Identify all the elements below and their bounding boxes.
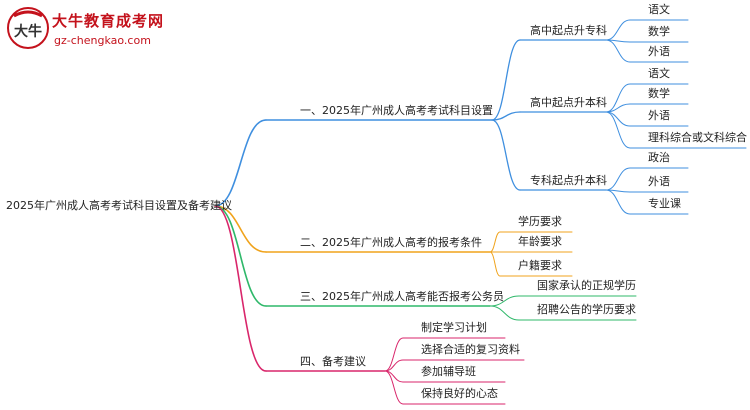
branch-3-label: 三、2025年广州成人高考能否报考公务员 xyxy=(300,290,504,303)
subject-group-3: 专科起点升本科 xyxy=(530,174,607,187)
subject-group-2: 高中起点升本科 xyxy=(530,96,607,109)
subject-leaf: 政治 xyxy=(648,151,670,164)
branch-4-leaf: 制定学习计划 xyxy=(421,321,487,334)
subject-leaf: 语文 xyxy=(648,67,670,80)
branch-4-label: 四、备考建议 xyxy=(300,355,366,368)
subject-leaf: 数学 xyxy=(648,25,670,38)
branch-2-leaf: 户籍要求 xyxy=(518,259,562,272)
branch-4-leaf: 参加辅导班 xyxy=(421,365,476,378)
branch-4-leaf: 选择合适的复习资料 xyxy=(421,343,520,356)
branch-2-label: 二、2025年广州成人高考的报考条件 xyxy=(300,236,482,249)
branch-2-leaf: 学历要求 xyxy=(518,215,562,228)
branch-3-leaf: 国家承认的正规学历 xyxy=(537,279,636,292)
subject-leaf: 数学 xyxy=(648,87,670,100)
mindmap-root: 2025年广州成人高考考试科目设置及备考建议 xyxy=(6,199,232,212)
logo-url: gz-chengkao.com xyxy=(54,34,151,47)
logo-mark-icon: 大牛 xyxy=(7,7,49,49)
logo-title: 大牛教育成考网 xyxy=(52,12,165,30)
site-logo[interactable]: 大牛 大牛教育成考网 gz-chengkao.com xyxy=(6,6,166,58)
subject-leaf: 专业课 xyxy=(648,197,681,210)
subject-leaf: 理科综合或文科综合 xyxy=(648,131,747,144)
branch-3-leaf: 招聘公告的学历要求 xyxy=(537,303,636,316)
subject-leaf: 外语 xyxy=(648,109,670,122)
subject-leaf: 语文 xyxy=(648,3,670,16)
svg-text:大牛: 大牛 xyxy=(14,23,42,40)
subject-leaf: 外语 xyxy=(648,45,670,58)
branch-1-label: 一、2025年广州成人高考考试科目设置 xyxy=(300,104,493,117)
branch-4-leaf: 保持良好的心态 xyxy=(421,387,498,400)
subject-leaf: 外语 xyxy=(648,175,670,188)
branch-2-leaf: 年龄要求 xyxy=(518,235,562,248)
subject-group-1: 高中起点升专科 xyxy=(530,24,607,37)
